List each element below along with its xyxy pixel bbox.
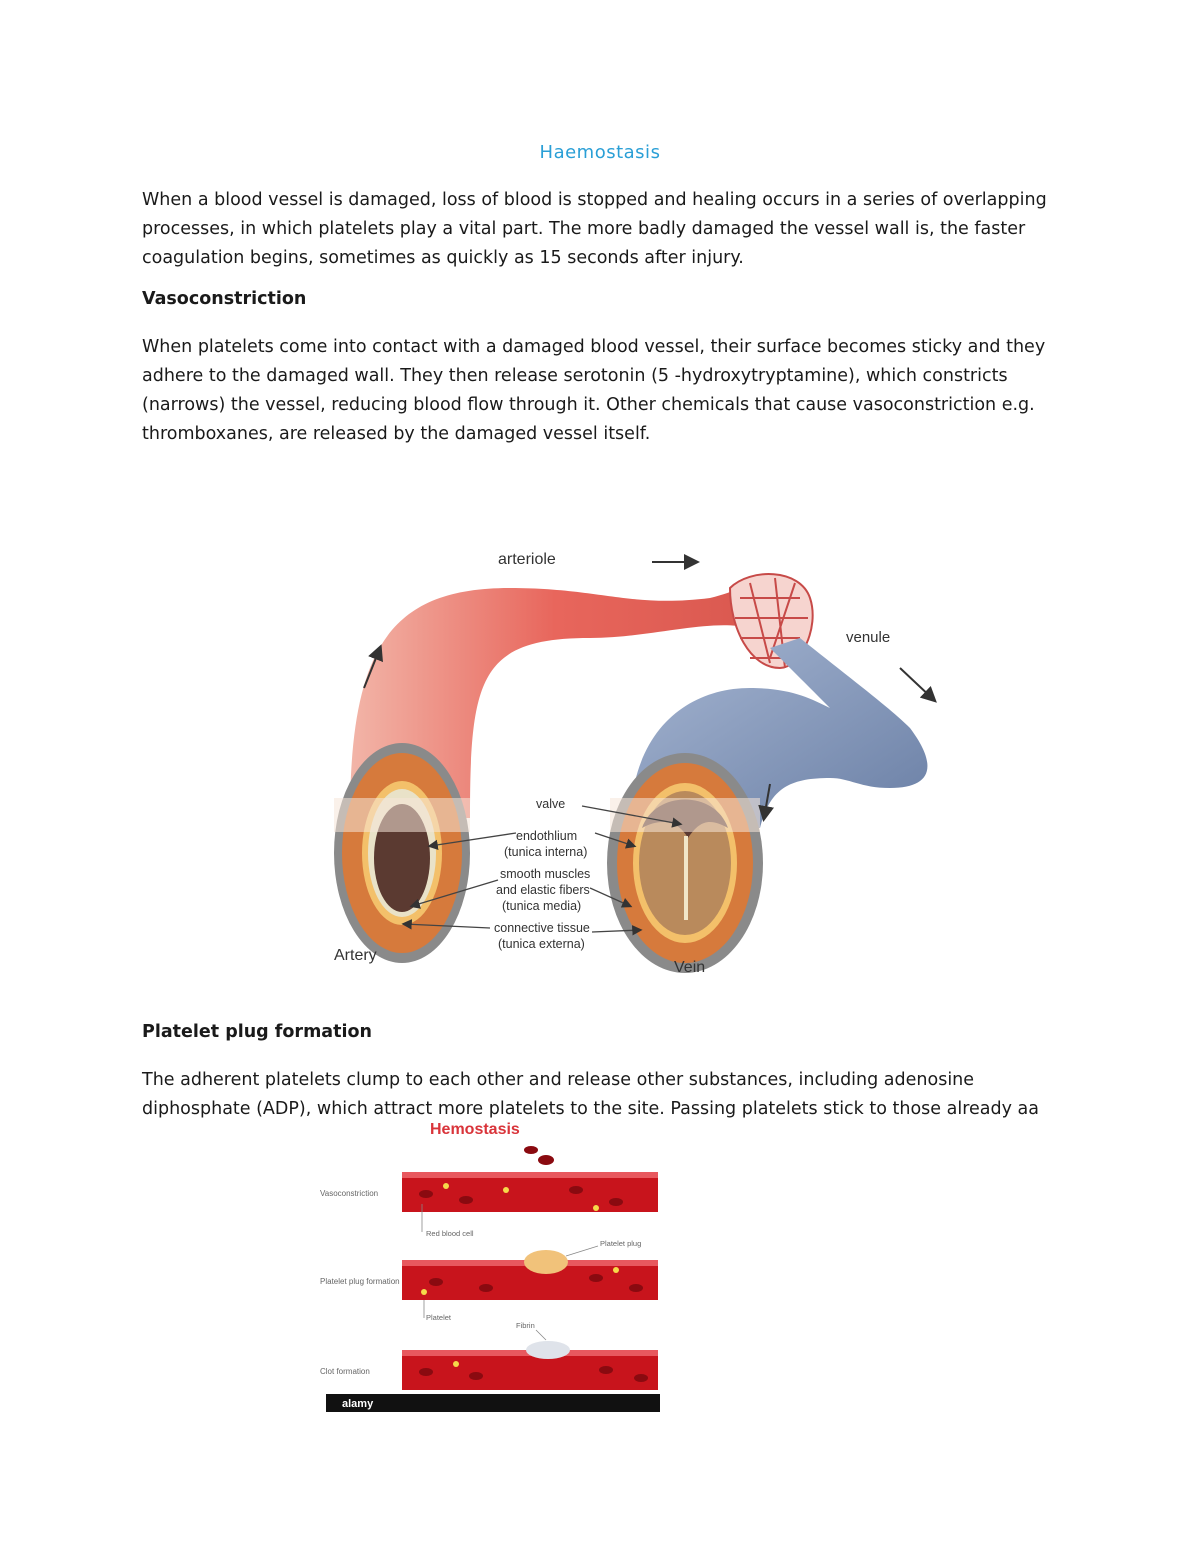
stage-label-3: Clot formation xyxy=(320,1367,370,1376)
artery-cross-section xyxy=(334,743,470,963)
page-title: Haemostasis xyxy=(539,142,661,163)
smooth-muscles-label: smooth muscles xyxy=(500,867,590,881)
venule-label: venule xyxy=(846,629,890,646)
vessel-stage-3 xyxy=(402,1350,658,1390)
arteriole-tube xyxy=(350,583,760,818)
valve-label: valve xyxy=(536,797,565,811)
watermark-logo: alamy xyxy=(342,1398,374,1410)
fibrin-clot-mark xyxy=(526,1341,570,1359)
vasoconstriction-paragraph: When platelets come into contact with a … xyxy=(142,337,1046,444)
hemostasis-figure-title: Hemostasis xyxy=(430,1121,520,1138)
endothelium-label: endothlium xyxy=(516,829,577,843)
vein-cross-section xyxy=(607,753,763,973)
arteriole-label: arteriole xyxy=(498,551,556,568)
intro-paragraph: When a blood vessel is damaged, loss of … xyxy=(142,190,1047,268)
platelet-plug-mark xyxy=(524,1250,568,1274)
callout-red-blood-cell: Red blood cell xyxy=(426,1229,474,1238)
vein-label: Vein xyxy=(674,959,705,976)
artery-label: Artery xyxy=(334,947,377,964)
hemostasis-stages-figure: Hemostasis Vasoconstriction Platelet plu… xyxy=(316,1120,660,1416)
callout-fibrin: Fibrin xyxy=(516,1321,535,1330)
callout-platelet: Platelet xyxy=(426,1313,452,1322)
stage-label-2: Platelet plug formation xyxy=(320,1277,400,1286)
tunica-media-label: (tunica media) xyxy=(502,899,581,913)
tunica-externa-label: (tunica externa) xyxy=(498,937,585,951)
vessel-structure-figure: arteriole venule Artery Vein valve endot… xyxy=(330,528,946,980)
section-heading-vasoconstriction: Vasoconstriction xyxy=(142,289,307,309)
callout-platelet-plug: Platelet plug xyxy=(600,1239,641,1248)
stage-label-1: Vasoconstriction xyxy=(320,1189,378,1198)
tunica-interna-label: (tunica interna) xyxy=(504,845,587,859)
section-heading-platelet-plug: Platelet plug formation xyxy=(142,1022,372,1042)
watermark-bar xyxy=(326,1394,660,1412)
elastic-fibers-label: and elastic fibers xyxy=(496,883,590,897)
platelet-plug-paragraph: The adherent platelets clump to each oth… xyxy=(142,1070,1039,1119)
connective-tissue-label: connective tissue xyxy=(494,921,590,935)
